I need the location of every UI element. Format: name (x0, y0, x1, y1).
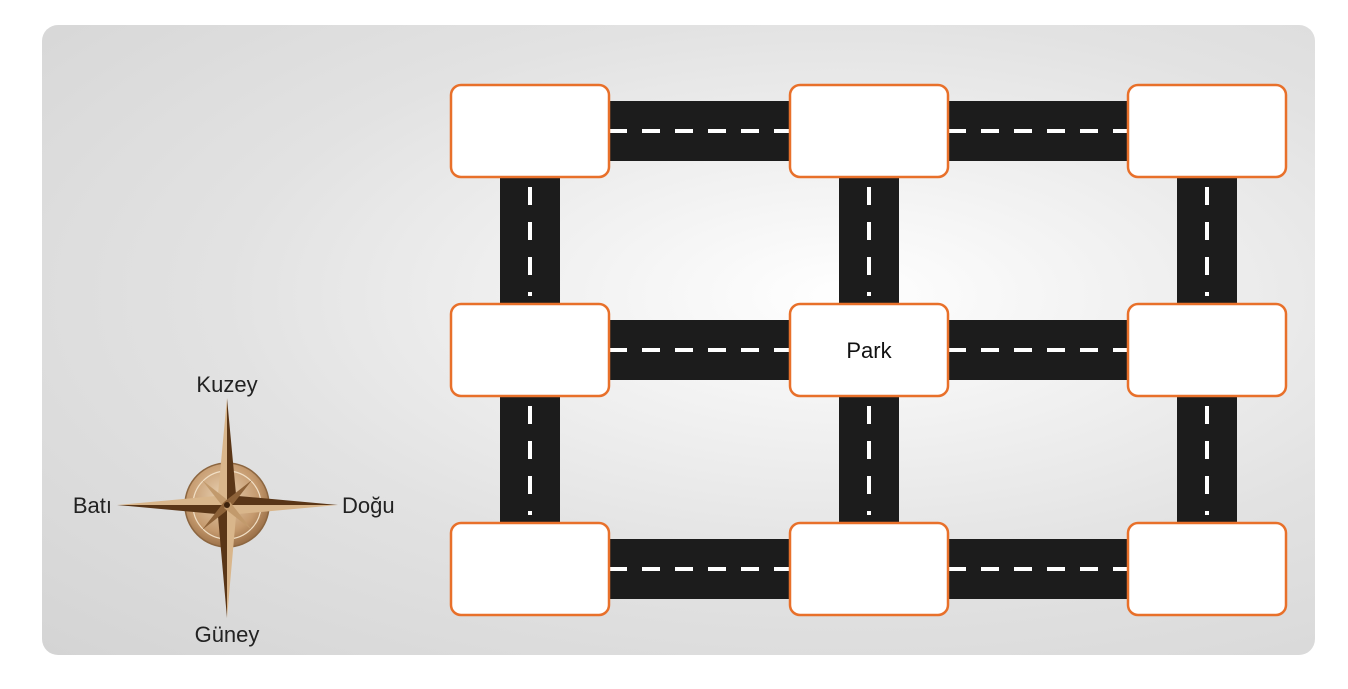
compass-east-point (227, 495, 338, 505)
map-block-box (1126, 83, 1288, 179)
map-block (1126, 302, 1288, 398)
map-block (1126, 521, 1288, 617)
map-block-box (449, 302, 611, 398)
compass-center (224, 502, 230, 508)
compass-north-point-light (217, 398, 227, 505)
compass-north-label: Kuzey (196, 372, 257, 397)
map-block (449, 302, 611, 398)
map-block (788, 521, 950, 617)
compass-se-point (224, 502, 252, 530)
map-block-box (788, 83, 950, 179)
compass-west-point-light (117, 495, 227, 505)
compass-north-point (227, 398, 237, 505)
map-block-box (788, 521, 950, 617)
map-block (449, 83, 611, 179)
map-block: Park (788, 302, 950, 398)
compass-west-point (117, 505, 227, 515)
map-block-box (1126, 521, 1288, 617)
compass-south-label: Güney (195, 622, 260, 647)
map-block-box (449, 83, 611, 179)
map-block (449, 521, 611, 617)
compass-sw-point (202, 502, 230, 530)
compass-west-label: Batı (73, 493, 112, 518)
compass-south-point (217, 505, 227, 618)
compass-rose-icon: Kuzey Güney Batı Doğu (73, 372, 395, 647)
map-block-label: Park (846, 338, 892, 363)
map-block-box (1126, 302, 1288, 398)
map-block (788, 83, 950, 179)
map-block-box (788, 302, 950, 398)
compass-east-point-light (227, 505, 338, 515)
compass-east-label: Doğu (342, 493, 395, 518)
map-block (1126, 83, 1288, 179)
compass-nw-point (202, 480, 230, 508)
blocks: Park (449, 83, 1288, 617)
map-block-box (449, 521, 611, 617)
compass-south-point-light (227, 505, 237, 618)
compass-ne-point (224, 480, 252, 508)
